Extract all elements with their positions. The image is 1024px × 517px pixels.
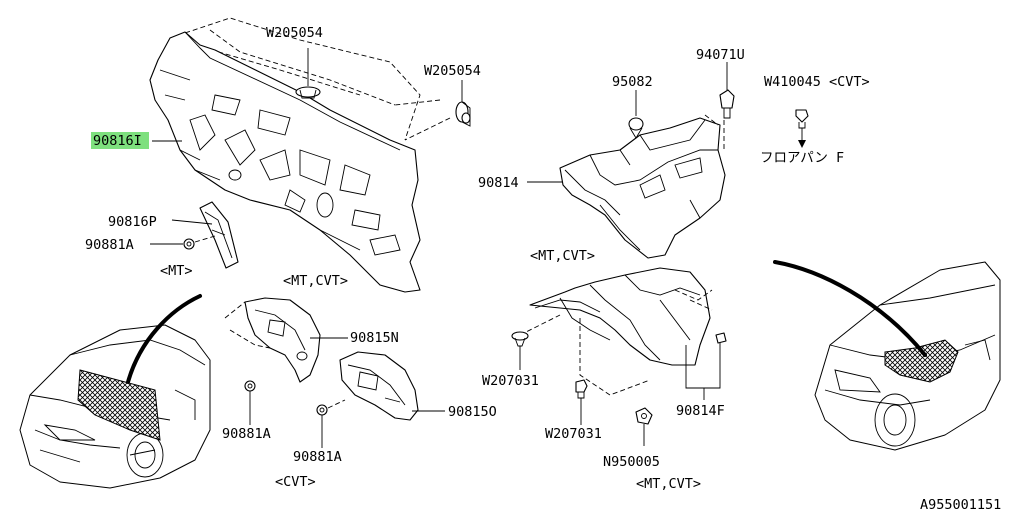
label-94071U[interactable]: 94071U — [696, 47, 745, 63]
label-floor-pan: フロアパン F — [760, 150, 844, 166]
label-90881A-1[interactable]: 90881A — [85, 237, 134, 253]
nut-90881A-1[interactable] — [183, 238, 195, 250]
nut-90881A-2[interactable] — [244, 380, 256, 392]
clip-w205054-a[interactable] — [295, 86, 321, 99]
nut-90881A-3[interactable] — [316, 404, 328, 416]
nut-n950005[interactable] — [635, 407, 653, 425]
label-90881A-3[interactable]: 90881A — [293, 449, 342, 465]
label-mt-cvt-3: <MT,CVT> — [636, 476, 701, 492]
label-w205054-a: W205054 — [266, 25, 323, 41]
clip-w207031-b[interactable] — [575, 379, 588, 399]
pointer-line-left — [126, 294, 202, 384]
label-95082[interactable]: 95082 — [612, 74, 653, 90]
label-cvt: <CVT> — [275, 474, 316, 490]
clip-w207031-a[interactable] — [511, 331, 529, 347]
label-mt-cvt-1: <MT,CVT> — [283, 273, 348, 289]
label-w410045[interactable]: W410045 <CVT> — [764, 74, 870, 90]
clips-90814F[interactable] — [715, 332, 727, 350]
label-mt: <MT> — [160, 263, 193, 279]
label-90881A-2[interactable]: 90881A — [222, 426, 271, 442]
car-illustration-left — [19, 324, 211, 489]
label-mt-cvt-2: <MT,CVT> — [530, 248, 595, 264]
clip-w205054-b[interactable] — [455, 101, 471, 127]
label-90816P[interactable]: 90816P — [108, 214, 157, 230]
dash-insulator-90816I[interactable] — [149, 17, 421, 293]
diagram-reference: A955001151 — [920, 497, 1001, 512]
clip-95082[interactable] — [628, 117, 644, 139]
clip-94071U[interactable] — [719, 89, 735, 119]
label-90815N[interactable]: 90815N — [350, 330, 399, 346]
pointer-line-right — [773, 260, 927, 357]
label-w207031-b[interactable]: W207031 — [545, 426, 602, 442]
label-90814F[interactable]: 90814F — [676, 403, 725, 419]
insulator-90815N[interactable] — [244, 297, 321, 383]
label-90816I[interactable]: 90816I — [93, 133, 142, 149]
label-90814[interactable]: 90814 — [478, 175, 519, 191]
label-n950005[interactable]: N950005 — [603, 454, 660, 470]
car-illustration-right — [814, 261, 1001, 451]
label-w205054-b: W205054 — [424, 63, 481, 79]
tunnel-insulator-90814[interactable] — [559, 117, 726, 259]
insulator-90816P[interactable] — [199, 201, 239, 269]
label-w207031-a[interactable]: W207031 — [482, 373, 539, 389]
clip-w410045[interactable] — [795, 109, 809, 129]
insulator-90815O[interactable] — [339, 351, 419, 421]
label-90815O[interactable]: 90815O — [448, 404, 497, 420]
label-highlight — [91, 132, 149, 149]
floor-insulator-90814F[interactable] — [529, 267, 711, 366]
